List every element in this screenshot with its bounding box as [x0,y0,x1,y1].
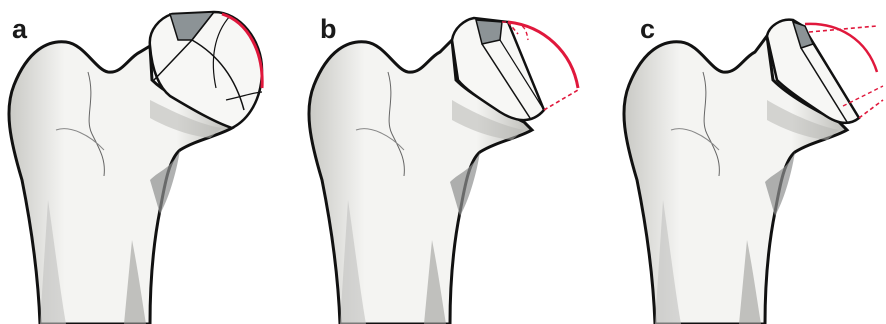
panel-c: c [591,0,886,324]
panel-a: a [0,0,295,324]
femur-illustration-c [591,0,886,324]
red-dashed-line-bottom [859,100,883,118]
red-dashed-line-bottom [544,90,578,110]
panel-b: b [296,0,591,324]
femur-illustration-b [296,0,591,324]
femur-illustration-a [0,0,295,324]
